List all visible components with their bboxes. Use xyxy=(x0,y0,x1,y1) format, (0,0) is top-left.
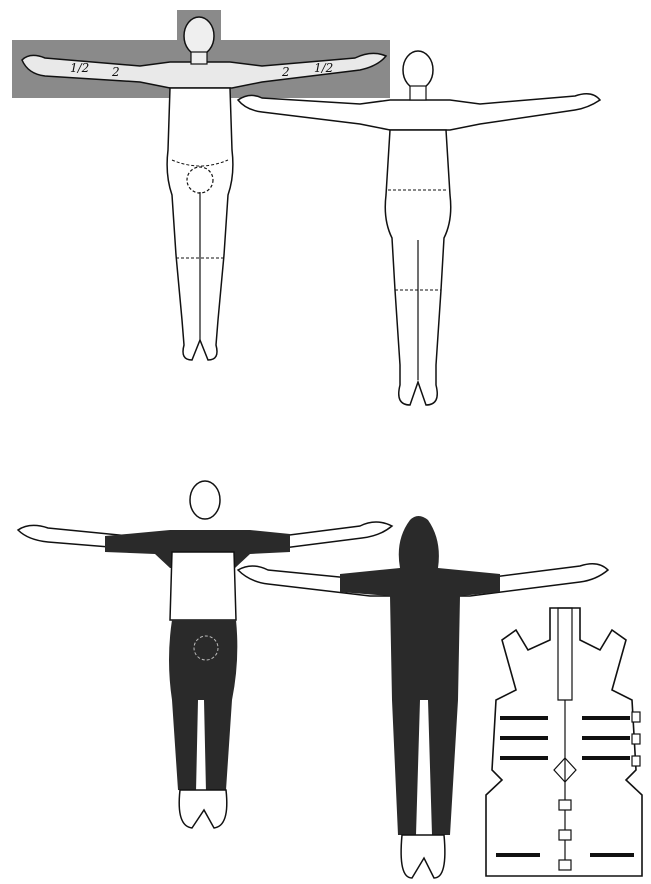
feet xyxy=(401,835,445,878)
zone-label-left-upper-arm: 2 xyxy=(111,65,120,79)
garment-side-tabs xyxy=(632,712,640,766)
neck xyxy=(410,86,426,100)
connector xyxy=(559,860,571,870)
head xyxy=(184,17,214,55)
shaded-legs xyxy=(169,620,237,792)
bottom-front-figure xyxy=(18,481,392,828)
neck xyxy=(191,52,207,64)
torso-outline xyxy=(170,552,236,620)
zone-label-right-forearm: 1/2 xyxy=(314,61,333,75)
head xyxy=(190,481,220,519)
connector xyxy=(559,830,571,840)
side-tab xyxy=(632,756,640,766)
side-tab xyxy=(632,712,640,722)
head xyxy=(403,51,433,89)
top-front-figure: 1/2 2 2 1/2 xyxy=(12,10,390,360)
zone-label-right-upper-arm: 2 xyxy=(281,65,290,79)
side-tab xyxy=(632,734,640,744)
top-back-figure xyxy=(238,51,600,405)
garment-pattern xyxy=(486,608,642,876)
feet xyxy=(179,790,227,828)
garment-connectors xyxy=(559,800,571,870)
shaded-back-body xyxy=(340,516,500,835)
connector xyxy=(559,800,571,810)
zone-label-left-forearm: 1/2 xyxy=(70,61,89,75)
